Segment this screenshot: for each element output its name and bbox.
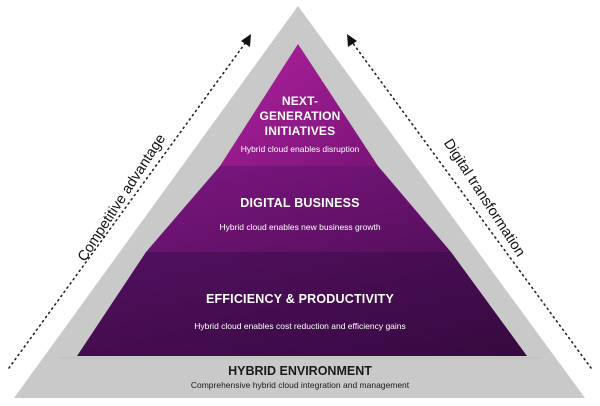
tier-next-generation-subtitle: Hybrid cloud enables disruption xyxy=(240,144,360,154)
tier-title-line-3: INITIATIVES xyxy=(264,124,336,138)
tier-efficiency-productivity-title: EFFICIENCY & PRODUCTIVITY xyxy=(205,292,395,306)
tier-digital-business xyxy=(146,166,451,252)
tier-next-generation xyxy=(220,44,378,166)
tier-title-line-1: NEXT- xyxy=(281,94,319,108)
right-arrow-head xyxy=(347,34,357,47)
base-subtitle: Comprehensive hybrid cloud integration a… xyxy=(190,380,410,390)
right-arrow-line xyxy=(351,41,592,369)
tier-digital-business-subtitle: Hybrid cloud enables new business growth xyxy=(219,222,381,232)
left-arrow-head xyxy=(241,34,251,47)
base-title: HYBRID ENVIRONMENT xyxy=(228,364,372,378)
tier-digital-business-title: DIGITAL BUSINESS xyxy=(240,196,360,210)
tier-efficiency-productivity xyxy=(77,252,527,356)
tier-efficiency-productivity-subtitle: Hybrid cloud enables cost reduction and … xyxy=(194,321,406,331)
tier-next-generation-title: NEXT- GENERATION INITIATIVES xyxy=(0,94,600,139)
left-arrow-line xyxy=(8,41,247,369)
tier-title-line-2: GENERATION xyxy=(259,109,341,123)
